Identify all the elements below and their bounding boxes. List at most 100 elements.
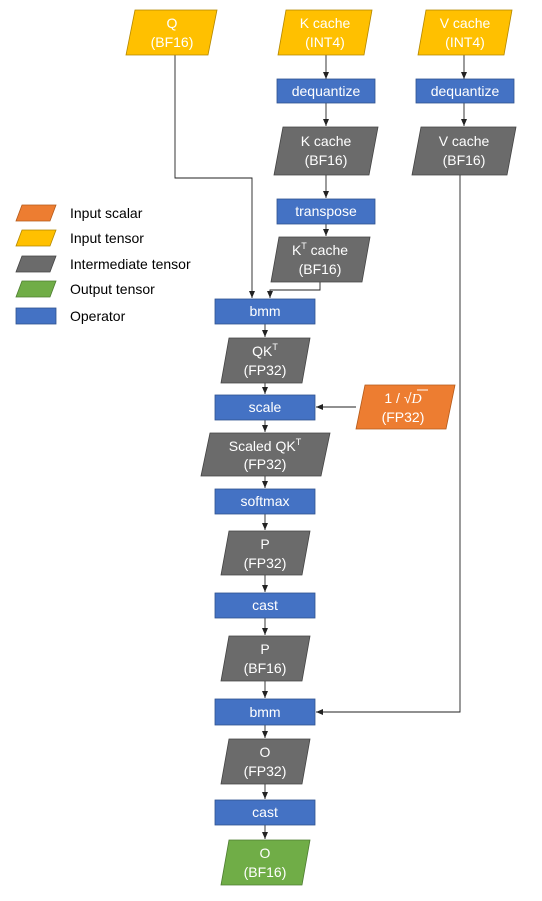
legend-item-input-scalar: Input scalar [15, 204, 143, 222]
node-p-bf16-line1: P [260, 641, 269, 657]
node-scaled-qkt-line2: (FP32) [244, 456, 287, 472]
op-bmm-1: bmm [214, 298, 316, 325]
node-scaled-qkt-base: Scaled QK [229, 438, 297, 454]
op-dequantize-k: dequantize [276, 78, 376, 104]
op-softmax-label: softmax [240, 493, 289, 509]
op-dequantize-k-box [276, 78, 376, 104]
legend-item-input-tensor: Input tensor [15, 229, 144, 247]
node-qkt-line2: (FP32) [244, 362, 287, 378]
connectors [174, 54, 467, 839]
node-k-cache-bf16-shape [273, 126, 379, 176]
op-softmax: softmax [214, 488, 316, 515]
node-k-cache-int4: K cache (INT4) [277, 9, 373, 56]
node-p-bf16-line2: (BF16) [244, 660, 287, 676]
node-qkt: QKT (FP32) [220, 337, 311, 384]
op-scale: scale [214, 394, 316, 421]
node-kt-cache-shape [270, 236, 371, 283]
node-inv-sqrt-d-shape [355, 384, 456, 430]
node-qkt-shape [220, 337, 311, 384]
node-qkt-line1: QKT [252, 342, 278, 359]
node-o-bf16: O (BF16) [220, 839, 311, 886]
arrow-q-to-bmm [174, 54, 255, 298]
op-cast-2-box [214, 799, 316, 826]
op-cast-2-label: cast [252, 804, 278, 820]
legend-item-output-tensor: Output tensor [15, 280, 155, 298]
node-inv-sqrt-d-radical: √ [404, 390, 412, 406]
node-kt-cache-line1: KT cache [292, 241, 348, 258]
op-dequantize-v-box [415, 78, 515, 104]
op-softmax-box [214, 488, 316, 515]
arrow-vcache-bf16-to-bmm [316, 175, 461, 715]
op-cast-1: cast [214, 592, 316, 619]
legend-swatch-output-tensor [15, 280, 57, 298]
op-scale-box [214, 394, 316, 421]
arrow-kt-cache-to-bmm [267, 282, 321, 298]
node-p-fp32-shape [220, 530, 311, 576]
node-p-bf16: P (BF16) [220, 635, 311, 682]
legend-label-input-tensor: Input tensor [70, 230, 144, 246]
legend-label-input-scalar: Input scalar [70, 205, 143, 221]
node-inv-sqrt-d: 1 / √D (FP32) [355, 384, 456, 430]
node-v-cache-bf16: V cache (BF16) [411, 126, 517, 176]
node-kt-cache: KT cache (BF16) [270, 236, 371, 283]
op-cast-2: cast [214, 799, 316, 826]
node-q-line1: Q [167, 15, 178, 31]
node-inv-sqrt-d-prefix: 1 / [384, 390, 403, 406]
node-q-line2: (BF16) [151, 34, 194, 50]
node-scaled-qkt-line1: Scaled QKT [229, 437, 302, 454]
node-o-fp32: O (FP32) [220, 738, 311, 785]
op-dequantize-v-label: dequantize [431, 83, 500, 99]
op-transpose-label: transpose [295, 203, 357, 219]
node-scaled-qkt: Scaled QKT (FP32) [200, 432, 331, 477]
node-kt-cache-line2: (BF16) [299, 261, 342, 277]
legend-label-operator: Operator [70, 308, 126, 324]
op-transpose-box [276, 198, 376, 225]
legend-swatch-input-tensor [15, 229, 57, 247]
node-v-cache-bf16-line2: (BF16) [443, 152, 486, 168]
node-v-cache-int4: V cache (INT4) [417, 9, 513, 56]
legend-item-operator: Operator [15, 307, 126, 325]
legend: Input scalar Input tensor Intermediate t… [15, 204, 191, 325]
node-inv-sqrt-d-line2: (FP32) [382, 409, 425, 425]
node-k-cache-bf16: K cache (BF16) [273, 126, 379, 176]
node-scaled-qkt-shape [200, 432, 331, 477]
node-o-bf16-shape [220, 839, 311, 886]
node-inv-sqrt-d-var: D [411, 392, 422, 407]
op-dequantize-k-label: dequantize [292, 83, 361, 99]
op-cast-1-box [214, 592, 316, 619]
op-bmm-1-box [214, 298, 316, 325]
node-v-cache-bf16-line1: V cache [439, 133, 490, 149]
node-o-fp32-line2: (FP32) [244, 763, 287, 779]
node-p-fp32: P (FP32) [220, 530, 311, 576]
node-kt-cache-rest: cache [307, 242, 348, 258]
op-dequantize-v: dequantize [415, 78, 515, 104]
op-transpose: transpose [276, 198, 376, 225]
op-scale-label: scale [249, 399, 282, 415]
node-qkt-base: QK [252, 343, 273, 359]
node-p-fp32-line1: P [260, 536, 269, 552]
node-k-cache-int4-shape [277, 9, 373, 56]
legend-item-intermediate-tensor: Intermediate tensor [15, 255, 191, 273]
node-k-cache-bf16-line1: K cache [301, 133, 352, 149]
node-o-fp32-line1: O [260, 744, 271, 760]
legend-swatch-input-scalar [15, 204, 57, 222]
node-q: Q (BF16) [125, 9, 218, 56]
node-inv-sqrt-d-line1: 1 / √D [384, 390, 421, 407]
op-cast-1-label: cast [252, 597, 278, 613]
node-q-shape [125, 9, 218, 56]
node-v-cache-int4-line2: (INT4) [445, 34, 485, 50]
node-o-bf16-line1: O [260, 845, 271, 861]
node-v-cache-int4-line1: V cache [440, 15, 491, 31]
legend-swatch-intermediate-tensor [15, 255, 57, 273]
legend-label-intermediate-tensor: Intermediate tensor [70, 256, 191, 272]
node-kt-cache-sup: T [301, 241, 307, 251]
op-bmm-1-label: bmm [249, 303, 280, 319]
node-k-cache-int4-line2: (INT4) [305, 34, 345, 50]
node-k-cache-int4-line1: K cache [300, 15, 351, 31]
node-kt-cache-base: K [292, 242, 302, 258]
node-o-fp32-shape [220, 738, 311, 785]
op-bmm-2: bmm [214, 698, 316, 726]
node-p-fp32-line2: (FP32) [244, 555, 287, 571]
